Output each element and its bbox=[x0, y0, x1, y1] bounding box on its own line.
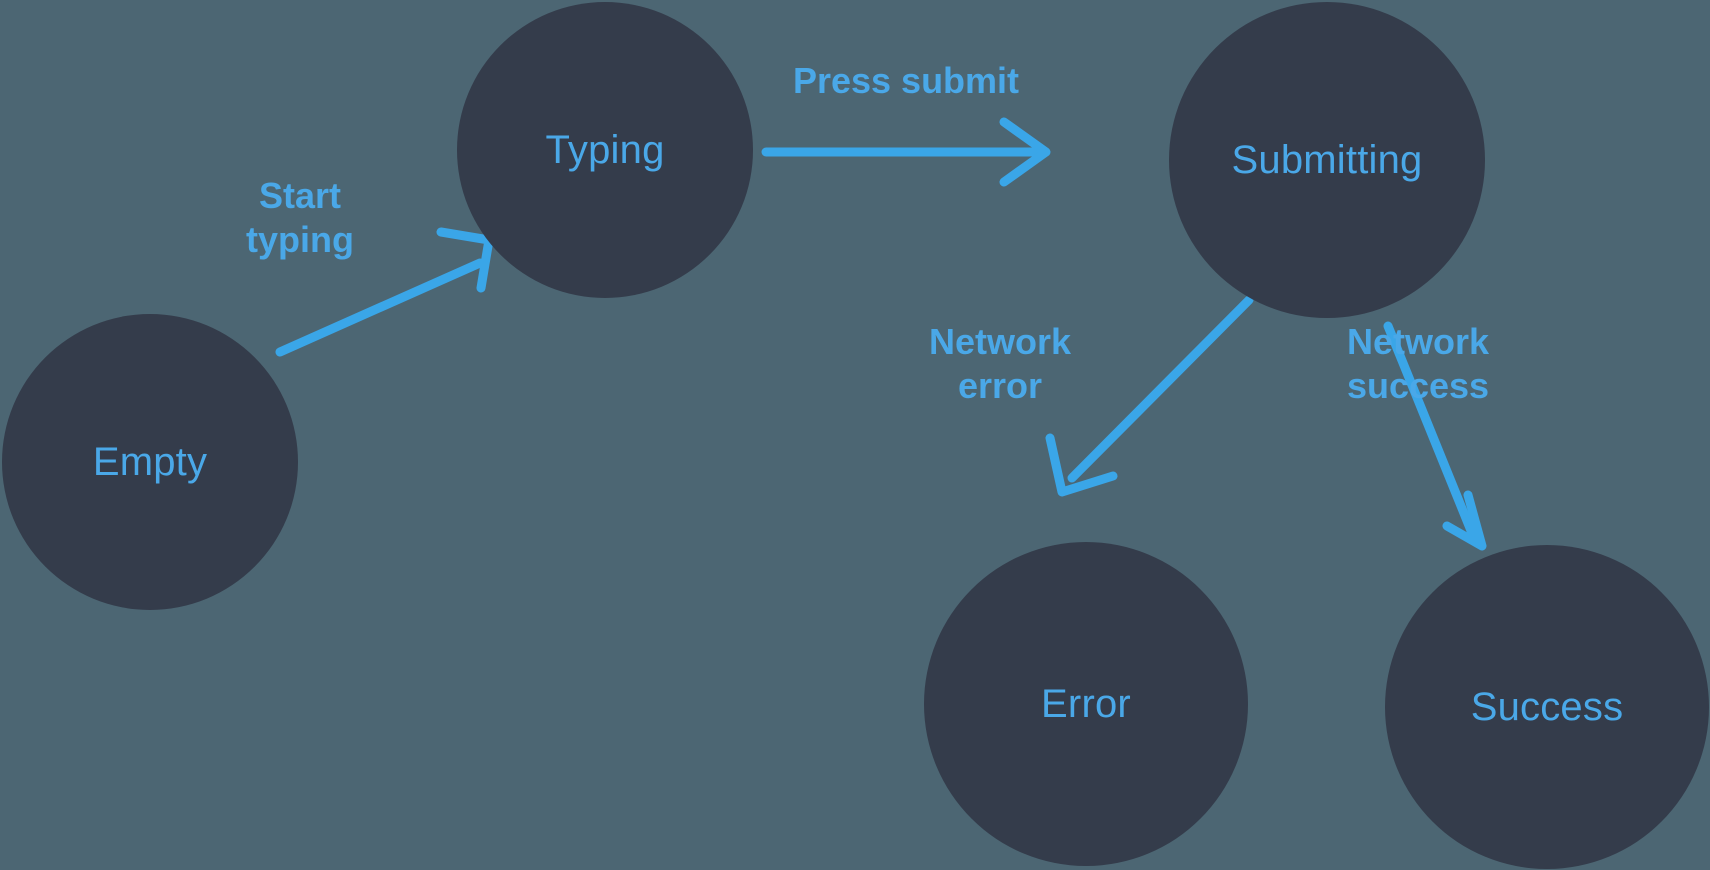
transition-label-start-typing: Start typing bbox=[246, 175, 354, 260]
transition-label-press-submit: Press submit bbox=[792, 60, 1020, 102]
state-node-submitting[interactable]: Submitting bbox=[1169, 2, 1485, 318]
arrow-network-success bbox=[1383, 321, 1487, 551]
arrow-network-error bbox=[1045, 295, 1254, 497]
transition-label-network-success: Network success bbox=[1346, 321, 1490, 406]
state-node-empty[interactable]: Empty bbox=[2, 314, 298, 610]
state-label-empty: Empty bbox=[92, 440, 208, 484]
transition-label-network-error: Network error bbox=[928, 321, 1072, 406]
state-label-success: Success bbox=[1470, 685, 1624, 729]
state-label-error: Error bbox=[1041, 682, 1131, 726]
state-node-success[interactable]: Success bbox=[1385, 545, 1709, 869]
state-label-submitting: Submitting bbox=[1231, 138, 1423, 182]
state-node-typing[interactable]: Typing bbox=[457, 2, 753, 298]
state-label-typing: Typing bbox=[545, 128, 665, 172]
arrow-press-submit bbox=[761, 117, 1051, 187]
state-node-error[interactable]: Error bbox=[924, 542, 1248, 866]
